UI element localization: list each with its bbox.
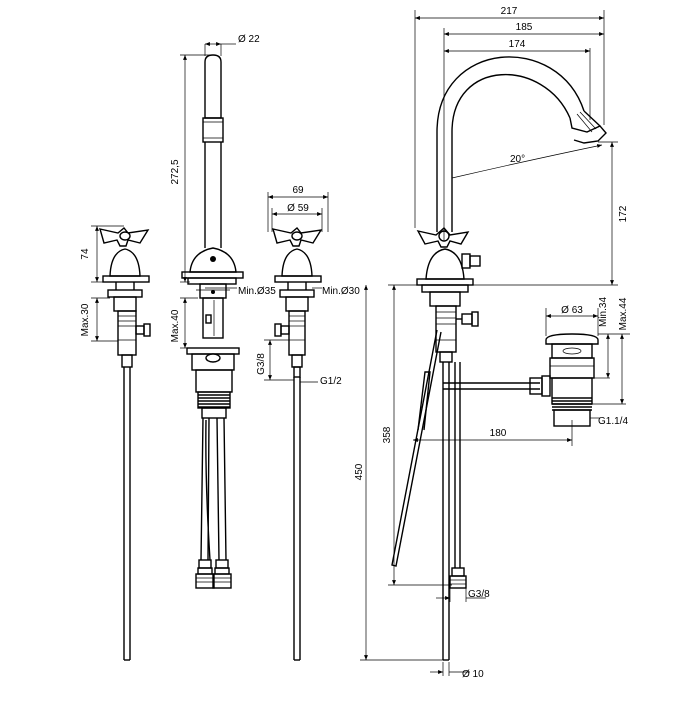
- dim-69: 69: [292, 185, 304, 196]
- dim-174: 174: [509, 39, 526, 50]
- waste-thread: [552, 397, 592, 411]
- dim-g1-1-4: G1.1/4: [598, 416, 628, 427]
- dim-angle-20: 20°: [510, 154, 525, 165]
- dim-358: 358: [382, 426, 393, 443]
- spout-side-view: [180, 42, 244, 589]
- dim-272-5: 272,5: [170, 159, 181, 184]
- dim-min-d35: Min.Ø35: [238, 286, 276, 297]
- dim-g1-2: G1/2: [320, 376, 342, 387]
- dim-min-d30: Min.Ø30: [322, 286, 360, 297]
- dim-max44: Max.44: [618, 297, 629, 330]
- dim-g3-8-left: G3/8: [256, 353, 267, 375]
- dim-180: 180: [490, 428, 507, 439]
- dim-g3-8-bottom: G3/8: [468, 589, 490, 600]
- dim-d63: Ø 63: [561, 305, 583, 316]
- dim-d22: Ø 22: [238, 34, 260, 45]
- dim-d10: Ø 10: [462, 669, 484, 680]
- front-dimensions: [360, 10, 630, 676]
- thread-hatch: [198, 394, 230, 408]
- dim-max40: Max.40: [170, 309, 181, 342]
- dim-217: 217: [501, 6, 518, 17]
- dim-d59: Ø 59: [287, 203, 309, 214]
- dim-max30: Max.30: [80, 303, 91, 336]
- dim-74: 74: [80, 248, 91, 260]
- front-assembly-view: [391, 56, 607, 661]
- dim-185: 185: [516, 22, 533, 33]
- dim-172: 172: [618, 205, 629, 222]
- dim-450: 450: [354, 463, 365, 480]
- right-valve-view: [264, 192, 329, 661]
- dim-min34: Min.34: [598, 297, 609, 327]
- left-valve-view: [91, 225, 151, 661]
